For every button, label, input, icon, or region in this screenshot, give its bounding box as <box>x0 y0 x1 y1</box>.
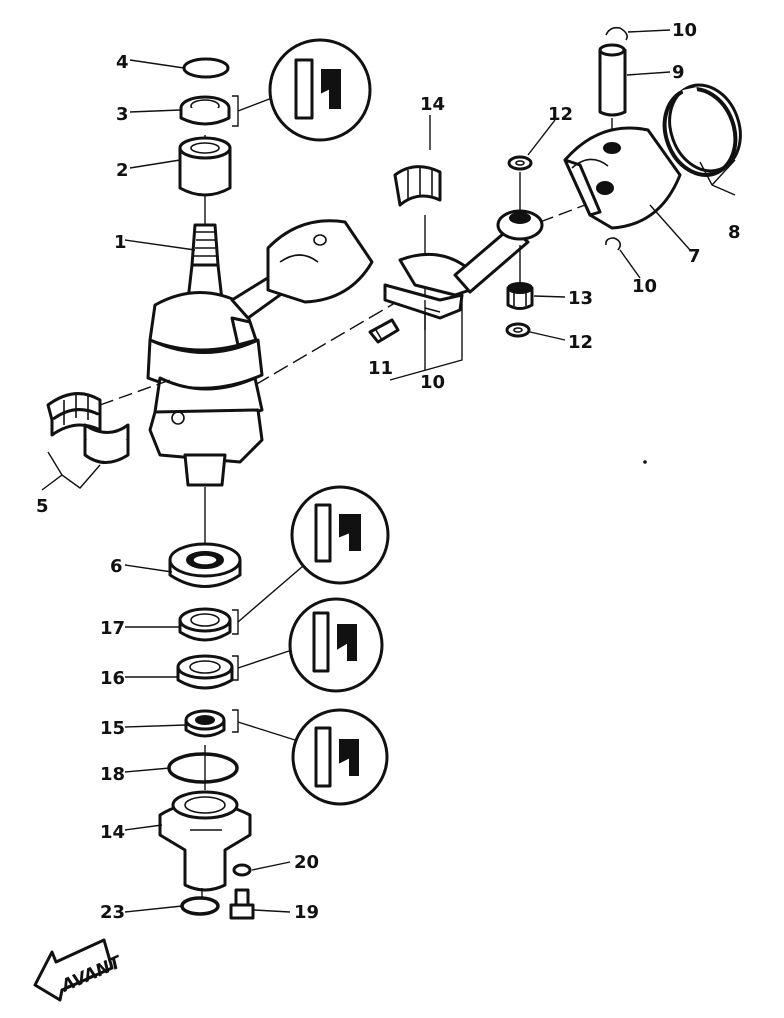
seal-detail-circle-18 <box>288 597 384 693</box>
needle-bearing-13 <box>506 282 534 310</box>
callout-22: 20 <box>294 852 319 873</box>
callout-12: 11 <box>368 358 393 379</box>
callout-7: 7 <box>688 246 701 267</box>
callout-4: 4 <box>116 52 129 73</box>
bearing-half-5-upper <box>46 392 102 437</box>
connecting-rod-11 <box>383 209 544 320</box>
callout-1: 1 <box>114 232 127 253</box>
piston-rings-8 <box>662 83 742 177</box>
callout-14-bottom: 12 <box>568 332 593 353</box>
callout-17: 15 <box>100 718 125 739</box>
callout-23: 23 <box>100 902 125 923</box>
callout-5: 5 <box>36 496 49 517</box>
callout-13: 13 <box>568 288 593 309</box>
oil-seal-3 <box>179 95 231 126</box>
callout-14-top: 12 <box>548 104 573 125</box>
bushing-2 <box>178 136 232 197</box>
bolt-21 <box>229 888 255 920</box>
washer-22 <box>232 863 252 877</box>
callout-16: 14 <box>100 822 125 843</box>
crankshaft <box>146 219 374 545</box>
seal-detail-circle-top <box>268 38 372 142</box>
callout-2: 2 <box>116 160 129 181</box>
ball-bearing-6 <box>168 542 242 588</box>
callout-15: 14 <box>420 94 445 115</box>
seal-detail-circle-17 <box>291 708 389 806</box>
circlip-10-top <box>605 26 628 41</box>
washer-14-top <box>507 155 533 171</box>
o-ring-20 <box>167 752 239 784</box>
needle-bearing-15 <box>393 165 442 207</box>
callout-3: 3 <box>116 104 129 125</box>
callout-10-bottom: 10 <box>632 276 657 297</box>
oil-seal-19 <box>178 607 232 642</box>
callout-20: 18 <box>100 764 125 785</box>
seal-detail-circle-19 <box>290 485 390 585</box>
callout-19: 17 <box>100 618 125 639</box>
callout-11: 10 <box>420 372 445 393</box>
housing-16 <box>158 790 252 892</box>
cap-4 <box>182 57 230 79</box>
bolt-12 <box>368 318 400 344</box>
piston-pin-9 <box>598 43 627 117</box>
oil-seal-17 <box>184 709 226 738</box>
callout-9: 9 <box>672 62 685 83</box>
callout-8: 8 <box>728 222 741 243</box>
o-ring-23 <box>180 896 220 916</box>
circlip-10-bottom <box>605 237 622 251</box>
piston-7 <box>563 126 682 230</box>
callout-6: 6 <box>110 556 123 577</box>
callout-18: 16 <box>100 668 125 689</box>
bearing-half-5-lower <box>83 423 130 464</box>
oil-seal-18 <box>176 654 234 690</box>
washer-14-bottom <box>505 322 531 338</box>
callout-21: 19 <box>294 902 319 923</box>
callout-10-top: 10 <box>672 20 697 41</box>
front-arrow-icon: AVANT <box>33 938 126 1002</box>
